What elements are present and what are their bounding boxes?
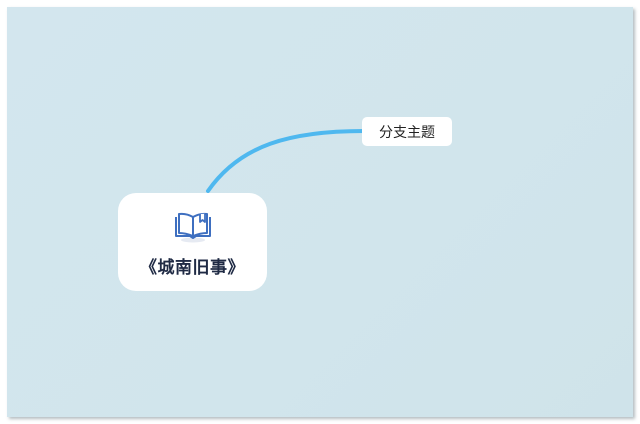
open-book-icon [174, 212, 211, 243]
branch-topic-node[interactable]: 分支主题 [362, 117, 452, 146]
root-topic-title: 《城南旧事》 [140, 258, 245, 278]
mindmap-canvas[interactable] [7, 7, 633, 417]
root-topic-node[interactable]: 《城南旧事》 [118, 193, 267, 291]
branch-topic-label: 分支主题 [379, 124, 435, 141]
